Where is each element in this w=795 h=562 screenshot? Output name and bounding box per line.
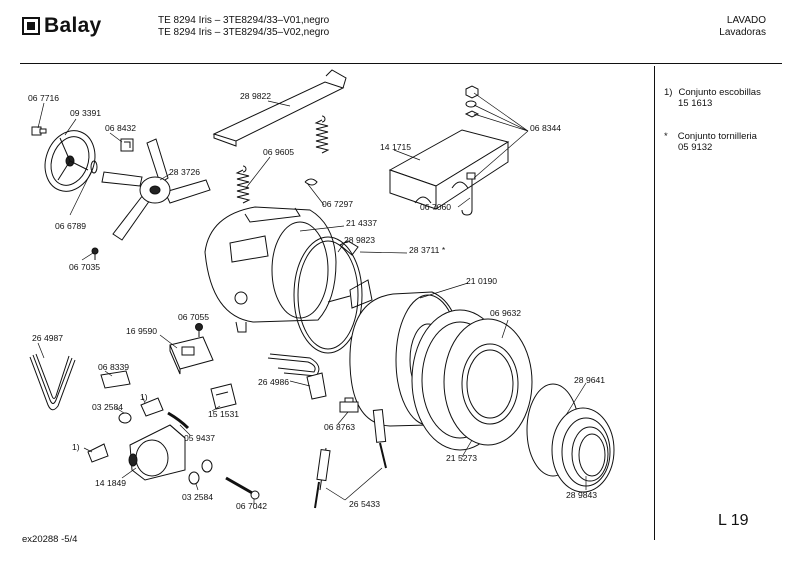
callout-141715: 14 1715 xyxy=(380,142,411,152)
model-line-2: TE 8294 Iris – 3TE8294/35–V02,negro xyxy=(158,27,330,38)
suppressor-plate-icon xyxy=(100,370,131,389)
brand-logo: Balay xyxy=(22,14,102,38)
motor-bolt-icon xyxy=(225,476,260,500)
callout-069632: 06 9632 xyxy=(490,308,521,318)
top-bracket-icon xyxy=(212,69,347,147)
drive-belt-icon xyxy=(29,353,76,411)
callout-067035: 06 7035 xyxy=(69,262,100,272)
callout-264987: 26 4987 xyxy=(32,333,63,343)
door-gasket-icon xyxy=(551,407,615,493)
brand-name: Balay xyxy=(44,14,102,37)
callout-283711: 28 3711 * xyxy=(409,245,446,255)
callout-214337: 21 4337 xyxy=(346,218,377,228)
callout-note-1-b: 1) xyxy=(72,442,80,452)
suspension-spring-icon xyxy=(235,115,330,204)
filter-icon xyxy=(169,336,214,375)
callout-067297: 06 7297 xyxy=(322,199,353,209)
drum-pulley-icon xyxy=(44,130,96,192)
callout-141849: 14 1849 xyxy=(95,478,126,488)
note-brushes: 1) Conjunto escobillas 15 1613 xyxy=(664,87,761,109)
heater-element-icon xyxy=(267,353,327,400)
brush-holder-icon xyxy=(87,397,164,463)
tub-rear-half-icon xyxy=(204,206,337,333)
page-number: L 19 xyxy=(718,512,749,529)
drum-spider-icon xyxy=(101,138,211,241)
callout-067042: 06 7042 xyxy=(236,501,267,511)
category-block: LAVADO Lavadoras xyxy=(719,15,766,39)
notes-divider xyxy=(654,66,655,540)
footer-code: ex20288 -5/4 xyxy=(22,534,78,545)
front-counterweight-icon xyxy=(443,318,533,446)
motor-icon xyxy=(128,424,186,481)
callout-289641: 28 9641 xyxy=(574,375,605,385)
bracket-icon xyxy=(210,383,237,410)
note-marker: * xyxy=(664,131,668,142)
callout-283726: 28 3726 xyxy=(169,167,200,177)
model-lines: TE 8294 Iris – 3TE8294/33–V01,negro TE 8… xyxy=(158,15,329,39)
pulley-bolt-icon xyxy=(31,126,47,136)
sensor-icon xyxy=(339,397,359,413)
callout-068763: 06 8763 xyxy=(324,422,355,432)
note-screws: * Conjunto tornilleria 05 9132 xyxy=(664,131,757,153)
counterweight-bolt-icon xyxy=(461,85,480,216)
screw-icon xyxy=(91,247,99,260)
category-label: LAVADO xyxy=(726,15,766,26)
callout-note-1-a: 1) xyxy=(140,392,148,402)
callout-169590: 16 9590 xyxy=(126,326,157,336)
note-text: Conjunto tornilleria xyxy=(677,131,757,142)
callout-067055: 06 7055 xyxy=(178,312,209,322)
callout-069605: 06 9605 xyxy=(263,147,294,157)
header-divider xyxy=(20,63,782,64)
callout-093391: 09 3391 xyxy=(70,108,101,118)
screw-icon xyxy=(195,323,203,337)
callout-leaders xyxy=(37,92,587,505)
callout-289823: 28 9823 xyxy=(344,235,375,245)
shock-absorber-icon xyxy=(314,409,387,509)
callout-032584-b: 03 2584 xyxy=(182,492,213,502)
model-line-1: TE 8294 Iris – 3TE8294/33–V01,negro xyxy=(158,15,330,26)
motor-mount-icon xyxy=(118,412,213,485)
brand-mark-icon xyxy=(22,17,40,35)
subcategory-label: Lavadoras xyxy=(719,27,766,38)
callout-067060: 06 7060 xyxy=(420,202,451,212)
callout-264986: 26 4986 xyxy=(258,377,289,387)
bearing-housing-icon xyxy=(327,279,373,309)
callout-032584-a: 03 2584 xyxy=(92,402,123,412)
cable-icon xyxy=(167,411,190,430)
note-text: Conjunto escobillas xyxy=(678,87,761,98)
callout-210190: 21 0190 xyxy=(466,276,497,286)
callout-265433: 26 5433 xyxy=(349,499,380,509)
callout-068339: 06 8339 xyxy=(98,362,129,372)
callout-067716: 06 7716 xyxy=(28,93,59,103)
note-marker: 1) xyxy=(664,87,673,98)
callout-289822: 28 9822 xyxy=(240,91,271,101)
spring-clip-icon xyxy=(304,178,318,186)
note-code: 05 9132 xyxy=(678,142,713,153)
callout-068432: 06 8432 xyxy=(105,123,136,133)
note-code: 15 1613 xyxy=(678,98,713,109)
callout-059437: 05 9437 xyxy=(184,433,215,443)
washer-icon xyxy=(90,160,98,174)
callout-066789: 06 6789 xyxy=(55,221,86,231)
clip-icon xyxy=(120,138,134,152)
callout-068344: 06 8344 xyxy=(530,123,561,133)
callout-151531: 15 1531 xyxy=(208,409,239,419)
tub-clamp-ring-icon xyxy=(293,236,363,354)
callout-215273: 21 5273 xyxy=(446,453,477,463)
callout-289843: 28 9843 xyxy=(566,490,597,500)
